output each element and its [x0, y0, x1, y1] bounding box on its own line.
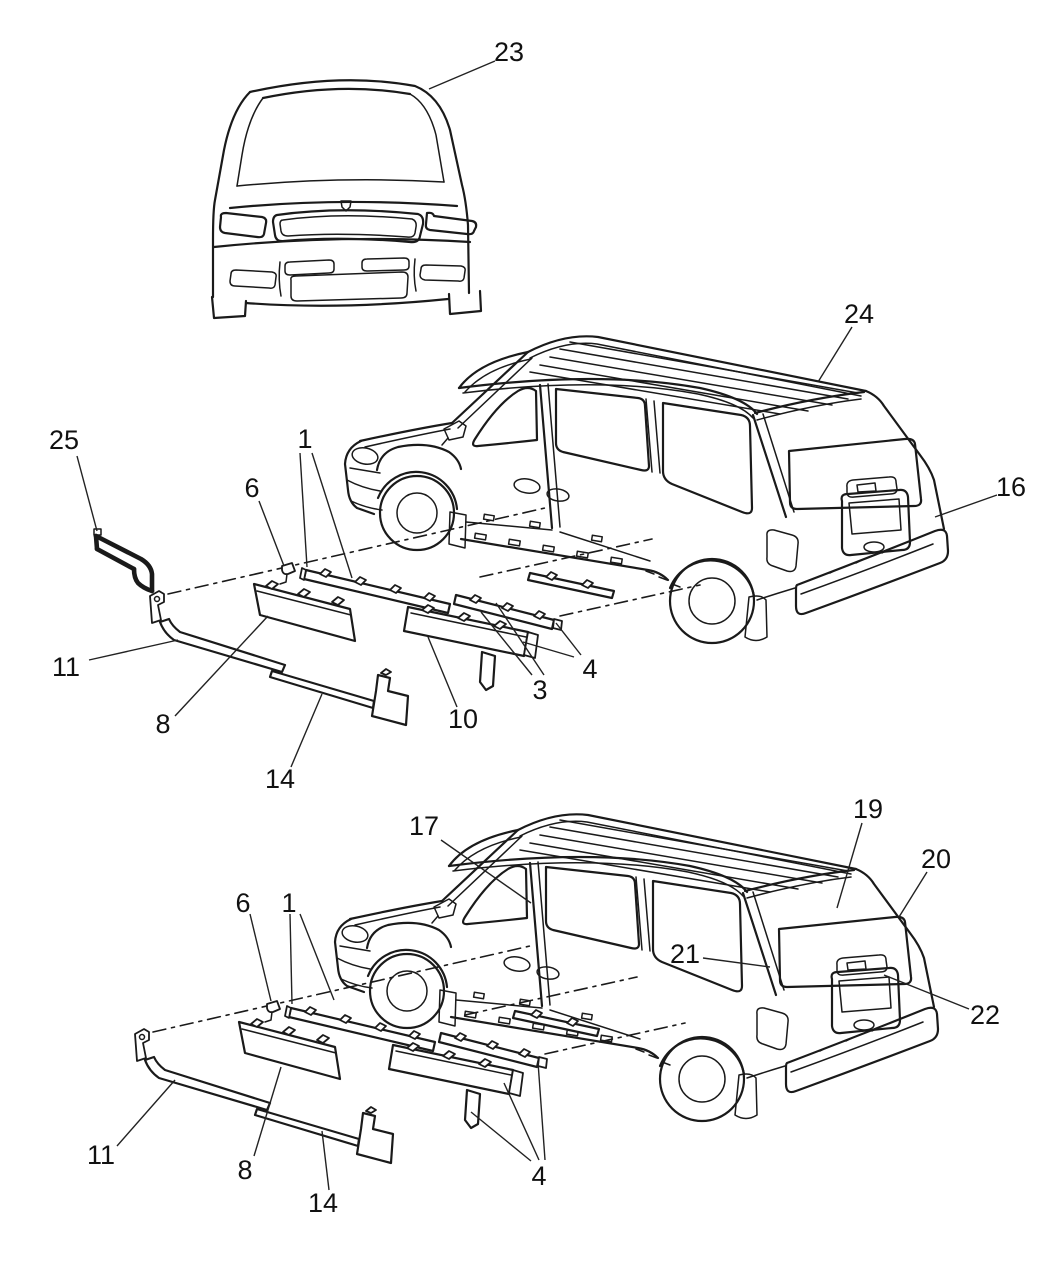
callout-6-lower: 6	[235, 888, 272, 1002]
leader-line	[116, 1079, 176, 1147]
callout-label: 23	[494, 37, 524, 67]
callout-label: 25	[49, 425, 79, 455]
callout-1-upper: 1	[297, 424, 353, 579]
headlight-left	[218, 211, 268, 239]
leader-line	[76, 455, 98, 532]
callout-label: 1	[297, 424, 312, 454]
callout-14-upper: 14	[265, 693, 323, 794]
leader-line	[522, 641, 575, 658]
molding-set-upper	[148, 506, 702, 727]
callout-label: 1	[281, 888, 296, 918]
leader-line	[290, 693, 323, 768]
leader-line	[503, 1082, 540, 1161]
leader-line	[555, 622, 582, 656]
callout-label: 11	[52, 652, 80, 682]
leader-line	[311, 452, 353, 579]
leader-line	[289, 913, 293, 1005]
callout-label: 10	[448, 704, 478, 734]
callout-label: 24	[844, 299, 874, 329]
leader-line	[470, 1111, 532, 1162]
callout-label: 21	[670, 939, 700, 969]
leader-line	[480, 611, 533, 676]
grille	[271, 209, 425, 244]
callout-label: 20	[921, 844, 951, 874]
callout-11-upper: 11	[52, 639, 179, 682]
callout-19: 19	[836, 794, 883, 909]
callout-20: 20	[898, 844, 951, 918]
callout-10: 10	[427, 636, 478, 734]
callout-label: 6	[235, 888, 250, 918]
mud-guard-part	[93, 528, 155, 594]
leader-line	[883, 974, 970, 1010]
leader-line	[427, 636, 458, 708]
callout-label: 22	[970, 1000, 1000, 1030]
callout-label: 3	[532, 675, 547, 705]
callout-label: 11	[87, 1140, 115, 1170]
leader-line	[299, 452, 308, 568]
callout-label: 8	[155, 709, 170, 739]
leader-line	[702, 957, 771, 968]
callout-25: 25	[49, 425, 98, 532]
callout-label: 4	[531, 1161, 546, 1191]
leader-line	[321, 1130, 330, 1191]
leader-line	[537, 1061, 546, 1161]
callout-14-lower: 14	[308, 1130, 338, 1218]
callout-23: 23	[428, 37, 524, 90]
callout-22: 22	[883, 974, 1000, 1030]
callout-6-upper: 6	[244, 473, 285, 567]
callout-label: 17	[409, 811, 439, 841]
leader-line	[174, 615, 269, 717]
callout-17: 17	[409, 811, 532, 904]
front-view-vehicle	[210, 79, 483, 320]
leader-line	[428, 60, 496, 90]
callout-16: 16	[934, 472, 1026, 518]
callout-4-upper: 4	[522, 622, 598, 684]
leader-line	[258, 500, 285, 567]
leader-line	[817, 326, 853, 383]
molding-set-lower	[133, 944, 687, 1165]
leader-line	[898, 871, 928, 918]
callout-21: 21	[670, 939, 771, 969]
leader-line	[299, 913, 335, 1001]
callout-8-upper: 8	[155, 615, 269, 739]
headlight-right	[424, 211, 478, 236]
leader-line	[934, 494, 998, 518]
callout-label: 16	[996, 472, 1026, 502]
callout-label: 6	[244, 473, 259, 503]
callout-label: 19	[853, 794, 883, 824]
leader-line	[440, 839, 532, 904]
callout-label: 8	[237, 1155, 252, 1185]
leader-line	[88, 639, 179, 661]
callout-24: 24	[817, 299, 874, 383]
leader-line	[253, 1066, 282, 1157]
leader-line	[249, 913, 272, 1002]
brand-logo-icon	[340, 200, 352, 212]
callout-label: 14	[308, 1188, 338, 1218]
callout-label: 4	[582, 654, 597, 684]
callout-label: 14	[265, 764, 295, 794]
callout-11-lower: 11	[87, 1079, 176, 1170]
leader-line	[495, 602, 545, 676]
callout-8-lower: 8	[237, 1066, 282, 1185]
callout-1-lower: 1	[281, 888, 335, 1005]
leader-line	[836, 822, 863, 909]
callout-4-lower: 4	[470, 1061, 547, 1191]
callout-3: 3	[480, 602, 548, 705]
